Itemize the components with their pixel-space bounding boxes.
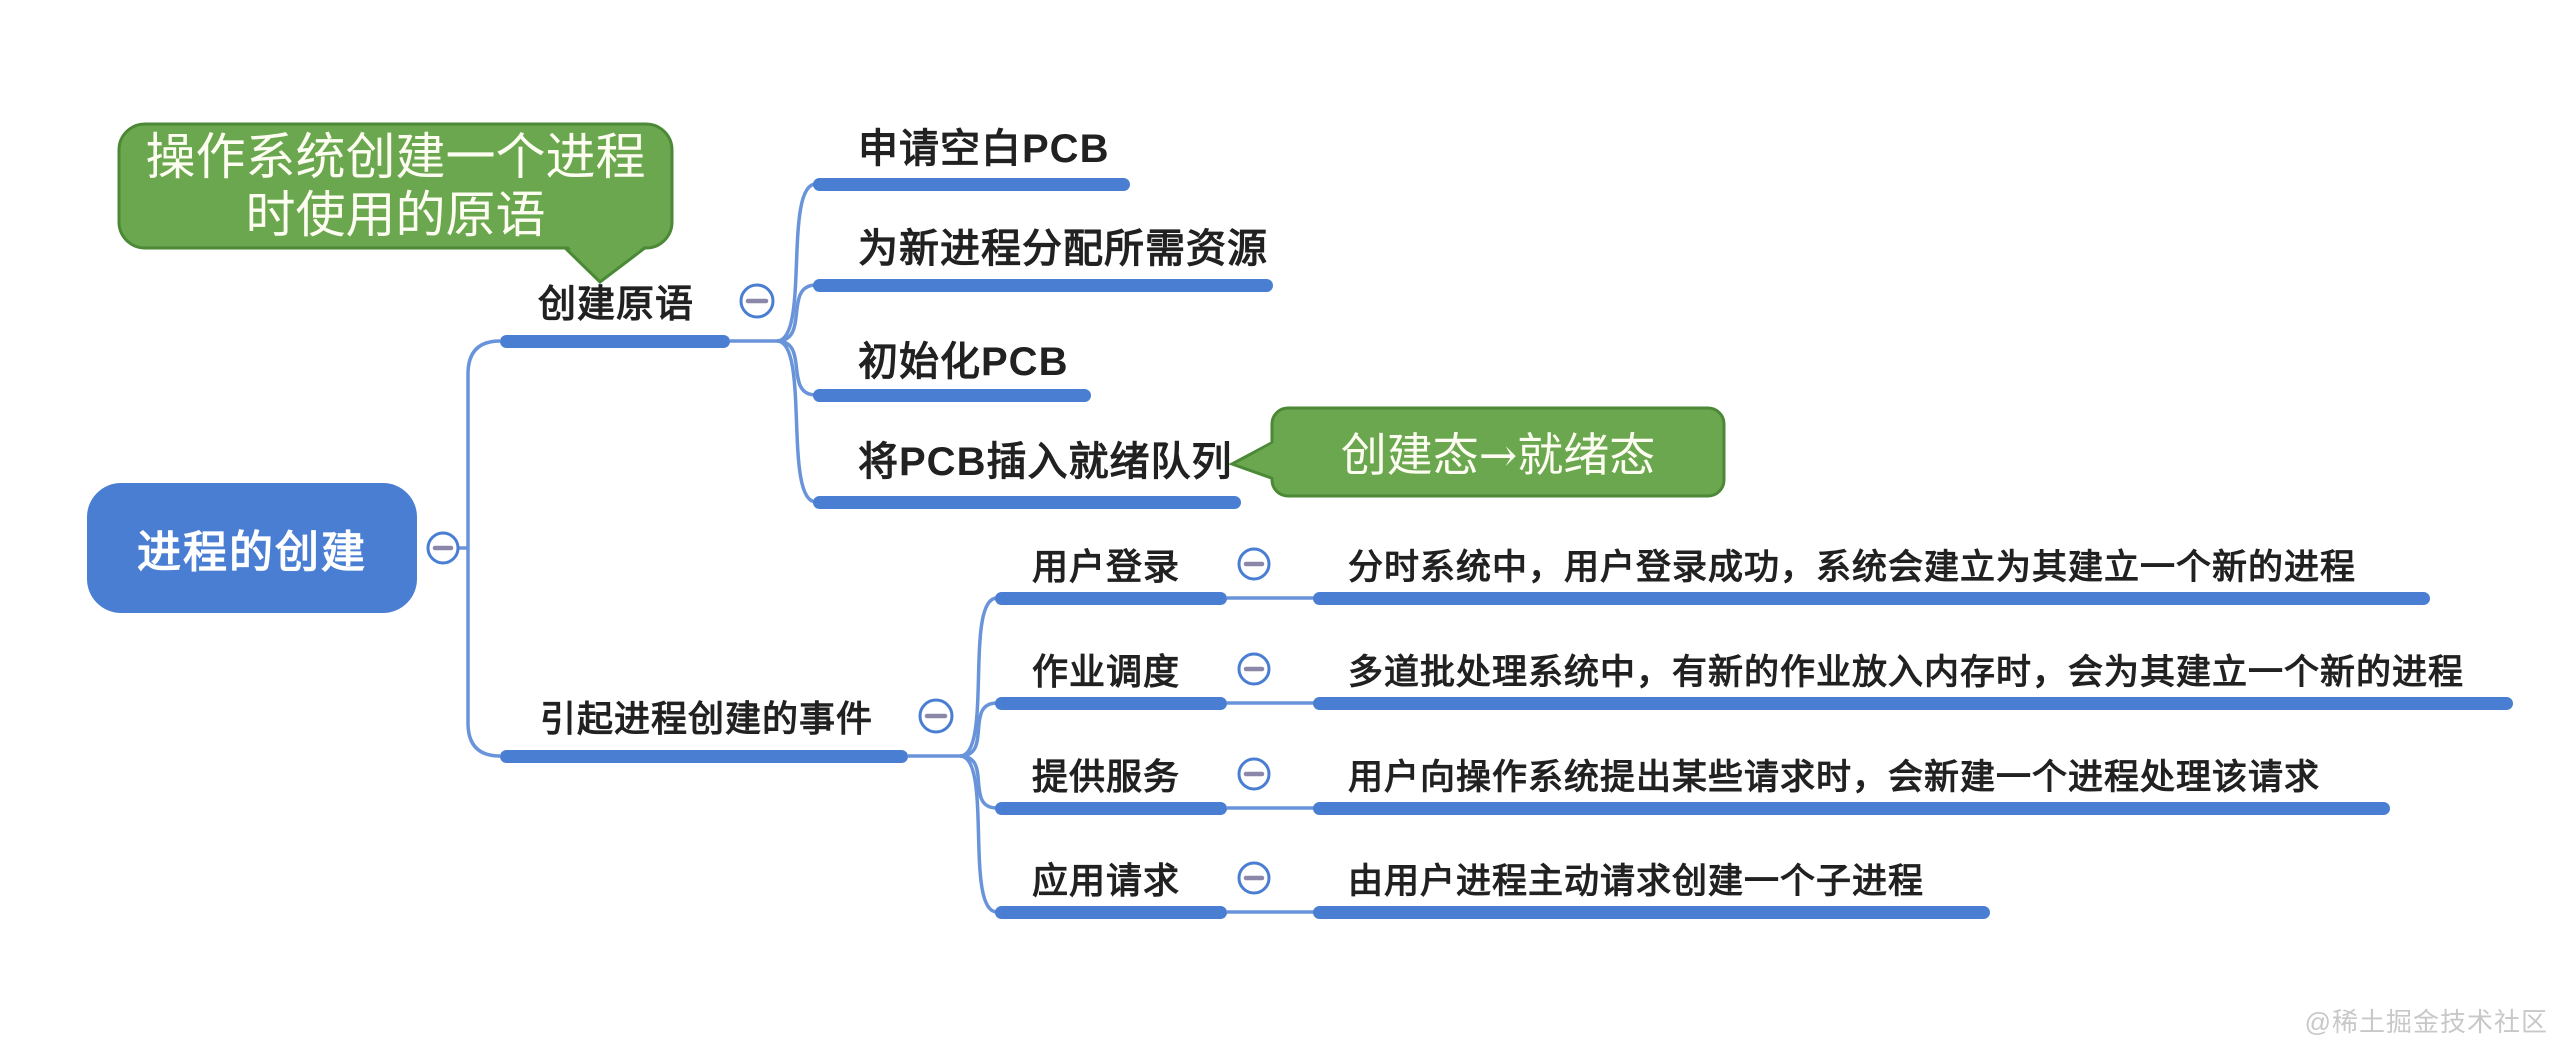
desc-underline	[1313, 802, 2390, 815]
leaf-underline	[995, 592, 1227, 605]
leaf-label-job-scheduling[interactable]: 作业调度	[1032, 651, 1181, 692]
desc-underline	[1313, 697, 2513, 710]
connector-curve	[776, 283, 817, 343]
watermark: @稀土掘金技术社区	[2304, 1006, 2548, 1037]
branch2-label[interactable]: 引起进程创建的事件	[540, 698, 874, 739]
callout-state-note[interactable]	[1228, 406, 1726, 498]
collapse-button-user-login[interactable]	[1237, 547, 1271, 581]
connector-curve	[959, 754, 998, 914]
collapse-button-branch2[interactable]	[918, 698, 954, 734]
branch1-underline	[500, 335, 730, 348]
callout-primitive-note[interactable]	[117, 122, 674, 284]
branch2-child-connectors	[959, 596, 998, 914]
leaf-row-user-login	[995, 592, 2430, 605]
child-underline-init-pcb	[813, 389, 1091, 402]
root-bracket-curve	[466, 339, 501, 758]
leaf-label-user-login[interactable]: 用户登录	[1032, 546, 1181, 587]
desc-underline	[1313, 592, 2430, 605]
callout-primitive-text: 操作系统创建一个进程 时使用的原语	[119, 124, 672, 248]
callout-bubble[interactable]	[117, 122, 674, 250]
leaf-underline	[995, 697, 1227, 710]
root-bracket	[458, 339, 501, 758]
root-node-label[interactable]: 进程的创建	[137, 528, 367, 577]
leaf-desc-user-login[interactable]: 分时系统中，用户登录成功，系统会建立为其建立一个新的进程	[1348, 547, 2357, 587]
desc-underline	[1313, 906, 1990, 919]
connector-curve	[959, 701, 998, 758]
collapse-button-job-scheduling[interactable]	[1237, 652, 1271, 686]
callout-tail-fill	[563, 239, 654, 279]
leaf-label-app-request[interactable]: 应用请求	[1032, 860, 1181, 901]
leaf-row-job-scheduling	[995, 697, 2513, 710]
leaf-desc-provide-service[interactable]: 用户向操作系统提出某些请求时，会新建一个进程处理该请求	[1348, 757, 2321, 797]
leaf-label-provide-service[interactable]: 提供服务	[1032, 756, 1181, 797]
connector-curve	[959, 754, 998, 810]
callout-tail-fill	[1238, 442, 1275, 478]
child-label-request-pcb[interactable]: 申请空白PCB	[858, 127, 1110, 171]
branch1-child-connectors	[776, 182, 817, 504]
connector-curve	[776, 339, 817, 504]
root-node-shape[interactable]	[87, 483, 417, 613]
child-underline-request-pcb	[813, 178, 1130, 191]
child-label-insert-queue[interactable]: 将PCB插入就绪队列	[858, 440, 1233, 484]
child-label-init-pcb[interactable]: 初始化PCB	[858, 340, 1069, 384]
collapse-button-app-request[interactable]	[1237, 861, 1271, 895]
callout-state-text: 创建态→就绪态	[1340, 428, 1656, 482]
connector-curve	[776, 339, 817, 397]
leaf-row-app-request	[995, 906, 1990, 919]
connector-curve	[776, 182, 817, 343]
leaf-underline	[995, 906, 1227, 919]
callout-primitive-line2: 时使用的原语	[245, 186, 546, 244]
leaf-underline	[995, 802, 1227, 815]
collapse-button-provide-service[interactable]	[1237, 757, 1271, 791]
callout-primitive-line1: 操作系统创建一个进程	[145, 128, 646, 186]
branch1-label[interactable]: 创建原语	[538, 283, 695, 326]
branch2-underline	[500, 750, 908, 763]
collapse-button-branch1[interactable]	[739, 283, 775, 319]
child-underline-insert-queue	[813, 496, 1241, 509]
leaf-row-provide-service	[995, 802, 2390, 815]
leaf-desc-job-scheduling[interactable]: 多道批处理系统中，有新的作业放入内存时，会为其建立一个新的进程	[1348, 652, 2465, 692]
connector-curve	[959, 596, 998, 758]
child-underline-alloc-resource	[813, 279, 1273, 292]
leaf-desc-app-request[interactable]: 由用户进程主动请求创建一个子进程	[1348, 861, 1925, 901]
child-label-alloc-resource[interactable]: 为新进程分配所需资源	[858, 227, 1268, 271]
collapse-button-root[interactable]	[426, 531, 460, 565]
